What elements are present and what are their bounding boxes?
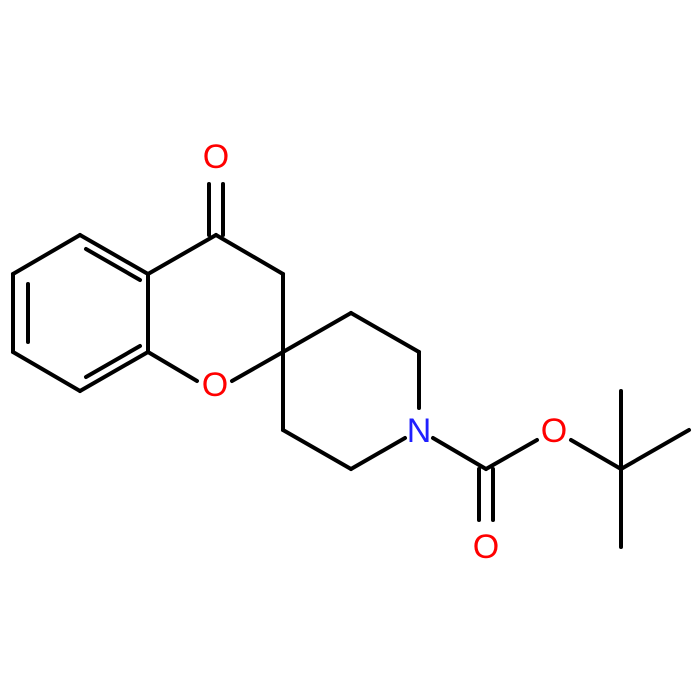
- atom-label-ester-oxygen: O: [541, 412, 567, 450]
- bond-benzene-1-inner: [84, 247, 142, 282]
- bond-c4-c3: [214, 233, 285, 276]
- bond-n-carbonyl: [431, 436, 488, 471]
- bond-benzene-1: [78, 233, 150, 276]
- bond-benzene-4: [11, 350, 82, 393]
- bond-benzene-6: [11, 233, 82, 276]
- atom-label-piperidine-nitrogen: N: [407, 412, 432, 450]
- atom-label-ketone-oxygen: O: [203, 138, 229, 176]
- bond-o1-c8a: [146, 350, 199, 383]
- bond-benzene-3: [78, 350, 150, 393]
- bond-c4a-c4: [146, 233, 218, 276]
- atom-label-ring-oxygen: O: [202, 366, 228, 404]
- bond-ctert-ch3-right: [619, 428, 691, 471]
- bond-spiro-pip-up: [281, 311, 353, 354]
- bond-oester-ctert: [569, 438, 623, 471]
- bond-n-pip-down: [349, 436, 407, 471]
- bond-spiro-o1: [230, 350, 285, 383]
- atom-label-layer: O O N O O: [202, 138, 567, 566]
- bond-pip-down-left: [281, 428, 353, 471]
- bond-pip-up-right: [349, 311, 421, 354]
- bond-layer: [11, 182, 691, 549]
- bond-benzene-3-inner: [84, 344, 142, 379]
- atom-label-carbonyl-oxygen: O: [473, 528, 499, 566]
- bond-carbonyl-oester: [484, 438, 539, 471]
